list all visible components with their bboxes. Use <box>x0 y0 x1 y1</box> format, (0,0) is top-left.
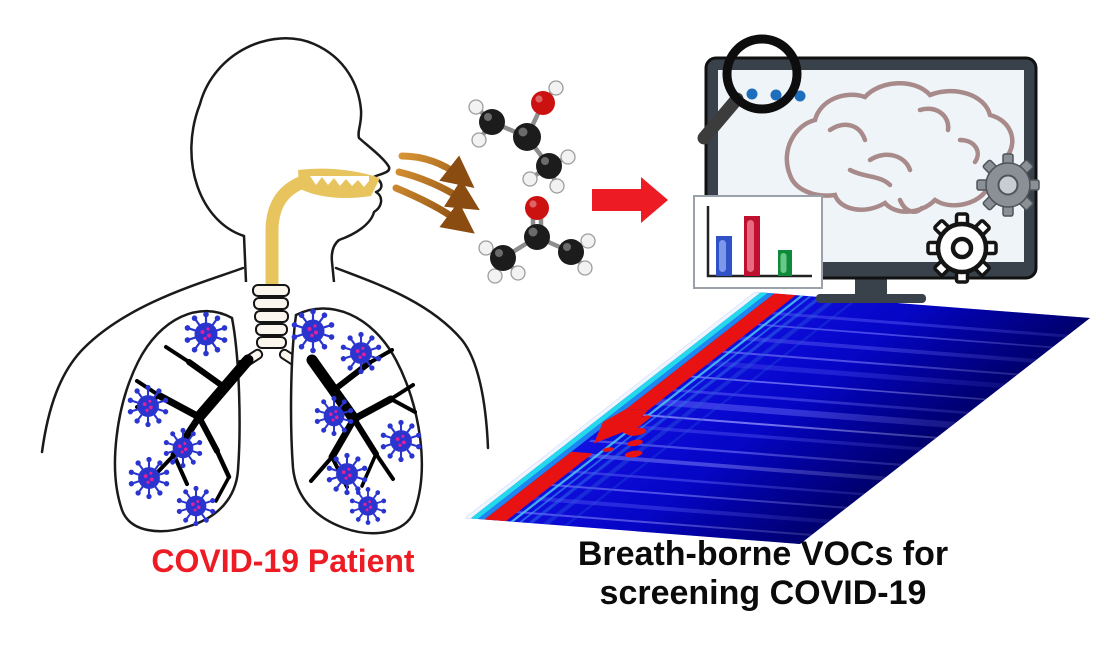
teeth <box>310 176 369 187</box>
chart-axes <box>706 206 812 278</box>
brain-icon <box>784 80 1015 214</box>
magnifier-handle <box>697 92 744 145</box>
gear-filled-icon <box>976 153 1040 217</box>
caption-line-1: Breath-borne VOCs for <box>578 535 948 573</box>
oxygen-atom <box>531 91 555 115</box>
lung-left <box>113 309 241 533</box>
voc-heatmap-icon <box>464 292 1090 544</box>
monitor-stand-base <box>816 294 926 303</box>
molecule-2-propanol-icon <box>468 80 576 194</box>
breath-flow-icon <box>392 152 480 234</box>
patient-label: COVID-19 Patient <box>151 543 415 579</box>
caption-line-2: screening COVID-19 <box>600 574 927 612</box>
patient-figure <box>40 37 490 535</box>
heatmap-edge-white <box>464 292 761 519</box>
magnifier-icon <box>697 34 802 145</box>
bar-chart-icon <box>693 195 823 289</box>
heatmap-edge-cyan <box>470 292 768 519</box>
head-outline <box>190 37 391 283</box>
monitor-stand-neck <box>855 278 887 296</box>
molecule-acetone-icon <box>478 196 596 284</box>
heatmap-dark-overlay <box>632 304 1090 544</box>
right-arrow-icon <box>592 177 668 223</box>
gear-outline-icon <box>926 212 998 284</box>
heatmap-red-stripe <box>484 293 796 522</box>
data-dots <box>746 88 806 102</box>
airway-throat <box>265 175 310 291</box>
oxygen-atom <box>525 196 549 220</box>
heatmap-edge-blue <box>477 292 775 520</box>
torso-outline <box>40 266 490 454</box>
analysis-cluster <box>693 34 1040 303</box>
magnifier-ring <box>722 34 802 114</box>
